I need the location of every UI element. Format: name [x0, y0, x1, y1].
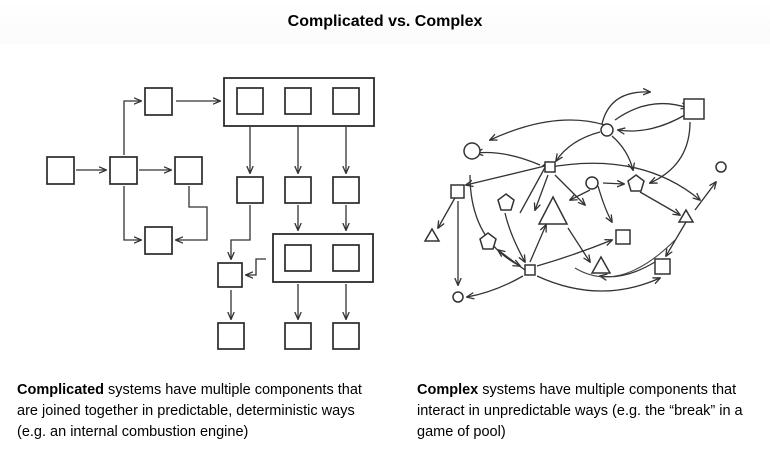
node-square: [46, 156, 75, 185]
node-square: [683, 98, 705, 120]
caption-text: systems have multiple components that in…: [417, 382, 743, 440]
interaction-arrow: [570, 189, 591, 200]
interaction-arrow: [597, 185, 612, 222]
node-circle: [585, 176, 599, 190]
interaction-arrow: [650, 121, 691, 183]
node-square: [524, 264, 536, 276]
interaction-arrow: [504, 212, 525, 262]
node-triangle: [677, 208, 695, 223]
node-triangle: [590, 255, 612, 274]
node-square: [217, 322, 245, 350]
node-square: [144, 226, 173, 255]
node-triangle: [537, 195, 569, 225]
node-pentagon: [627, 174, 645, 192]
flow-arrow: [176, 186, 208, 240]
node-square: [236, 176, 264, 204]
complicated-caption: Complicated systems have multiple compon…: [17, 380, 367, 443]
interaction-arrow: [614, 104, 688, 121]
interaction-curve: [574, 239, 676, 278]
interaction-arrow: [498, 250, 526, 271]
node-square: [109, 156, 138, 185]
interaction-arrow: [529, 225, 546, 263]
complicated-diagram: [46, 77, 375, 350]
figure-title: Complicated vs. Complex: [287, 13, 483, 30]
interaction-arrow: [535, 174, 549, 210]
node-square: [654, 258, 671, 275]
node-square: [284, 87, 312, 115]
node-circle: [463, 142, 481, 160]
interaction-arrow: [519, 162, 548, 214]
caption-keyword: Complex: [417, 382, 479, 398]
interaction-arrow: [602, 183, 624, 184]
interaction-arrow: [466, 165, 546, 185]
flow-arrow: [123, 186, 141, 240]
title-band: [0, 0, 770, 44]
caption-keyword: Complicated: [17, 382, 105, 398]
flow-arrow: [123, 101, 141, 155]
node-circle: [452, 291, 464, 303]
node-square: [284, 244, 312, 272]
interaction-arrow: [544, 162, 700, 200]
interaction-arrow: [476, 153, 541, 166]
node-square: [284, 322, 312, 350]
node-square: [332, 176, 360, 204]
interaction-arrow: [536, 275, 660, 292]
node-triangle: [423, 227, 441, 242]
node-square: [236, 87, 264, 115]
node-pentagon: [479, 232, 497, 250]
node-square: [217, 262, 243, 288]
complex-diagram: [423, 92, 727, 303]
interaction-arrow: [554, 174, 585, 205]
interaction-arrow: [666, 221, 687, 256]
interaction-arrow: [601, 92, 650, 125]
node-square: [284, 176, 312, 204]
interaction-arrow: [490, 119, 606, 140]
node-square: [450, 184, 465, 199]
interaction-arrow: [536, 240, 612, 267]
interaction-arrow: [618, 114, 686, 131]
node-circle: [600, 123, 614, 137]
node-square: [174, 156, 203, 185]
node-square: [544, 161, 556, 173]
interaction-arrow: [438, 195, 457, 228]
node-circle: [715, 161, 727, 173]
interaction-arrow: [556, 131, 601, 161]
caption-text: systems have multiple components that ar…: [17, 382, 362, 440]
node-square: [332, 244, 360, 272]
flow-arrow: [246, 258, 266, 275]
interaction-arrow: [694, 182, 716, 211]
node-square: [615, 229, 631, 245]
interaction-arrow: [567, 227, 590, 262]
flow-arrow: [231, 205, 251, 259]
interaction-arrow: [639, 191, 680, 215]
interaction-arrow: [467, 275, 524, 297]
node-square: [332, 87, 360, 115]
node-square: [144, 87, 173, 116]
node-square: [332, 322, 360, 350]
interaction-arrow: [469, 174, 520, 266]
node-pentagon: [497, 193, 515, 211]
complex-caption: Complex systems have multiple components…: [417, 380, 762, 443]
